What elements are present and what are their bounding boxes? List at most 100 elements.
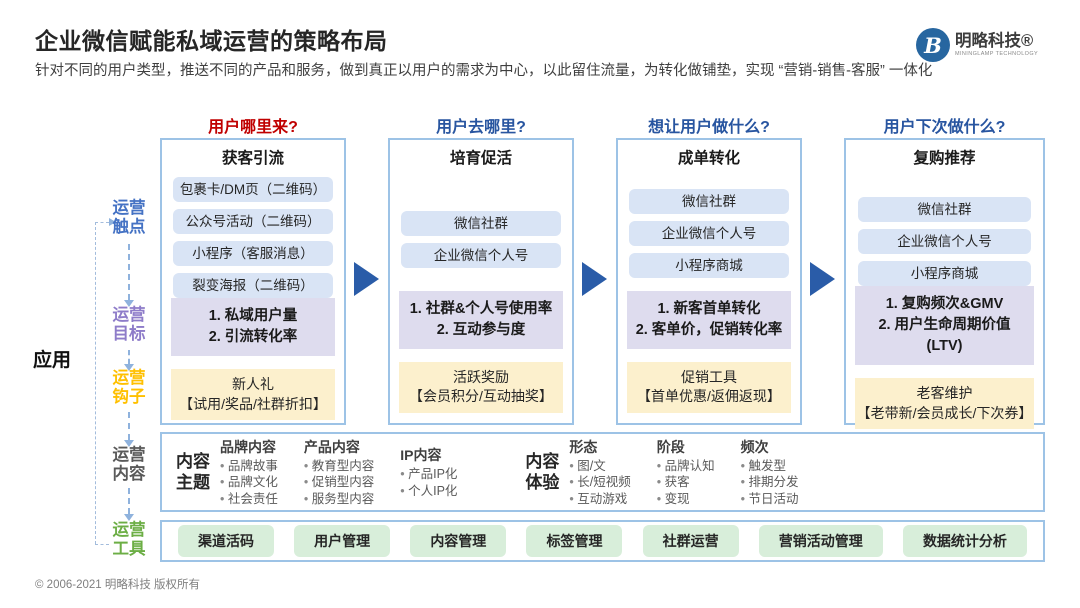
- rail-connector-arrow-icon: [124, 514, 134, 521]
- stage-title: 复购推荐: [913, 150, 976, 167]
- content-column-title: 阶段: [656, 438, 685, 455]
- content-group: 内容 体验形态图/文长/短视频互动游戏阶段品牌认知获客变现频次触发型排期分发节日…: [511, 434, 824, 510]
- rail-label: 运营 目标: [112, 306, 146, 344]
- content-item: 个人IP化: [400, 483, 457, 500]
- content-group-label: 内容 体验: [525, 451, 560, 492]
- rail-connector-line: [128, 244, 130, 300]
- rail-label: 运营 钩子: [112, 369, 146, 407]
- tool-button: 社群运营: [642, 525, 739, 557]
- tool-button: 数据统计分析: [902, 525, 1027, 557]
- content-column-title: 形态: [569, 438, 598, 455]
- touchpoint-list: 包裹卡/DM页（二维码） 公众号活动（二维码） 小程序（客服消息） 裂变海报（二维码）: [162, 168, 344, 298]
- rail-connector-line: [128, 350, 130, 364]
- tool-button: 营销活动管理: [758, 525, 883, 557]
- tool-button: 渠道活码: [178, 525, 274, 557]
- column-question: 用户下次做什么?: [883, 119, 1006, 136]
- logo-subtext: MININGLAMP TECHNOLOGY: [955, 50, 1039, 57]
- flow-arrow-icon: [582, 262, 607, 296]
- apply-label: 应用: [33, 343, 72, 374]
- rail-label: 运营 工具: [112, 521, 146, 559]
- stage-box: 培育促活微信社群企业微信个人号 1. 社群&个人号使用率 2. 互动参与度活跃奖励…: [388, 138, 574, 425]
- apply-bracket-line: [95, 222, 96, 544]
- stage-title: 培育促活: [449, 150, 512, 167]
- content-item: 排期分发: [741, 474, 799, 491]
- touchpoint-item: 小程序商城: [628, 253, 790, 278]
- touchpoint-list: 微信社群企业微信个人号: [390, 168, 572, 268]
- stage-title: 成单转化: [677, 150, 740, 167]
- touchpoint-item: 微信社群: [400, 211, 562, 236]
- content-column: 频次触发型排期分发节日活动: [741, 437, 799, 508]
- touchpoint-item: 企业微信个人号: [857, 229, 1032, 254]
- rail-label: 运营 触点: [112, 199, 146, 237]
- flow-arrow-icon: [810, 262, 835, 296]
- apply-bracket-bottom: [95, 544, 109, 545]
- tool-button: 标签管理: [526, 525, 623, 557]
- goal-box: 1. 私域用户量 2. 引流转化率: [171, 298, 335, 357]
- content-item: 品牌认知: [657, 458, 715, 475]
- touchpoint-item: 包裹卡/DM页（二维码）: [172, 177, 334, 202]
- goal-box: 1. 新客首单转化 2. 客单价，促销转化率: [627, 290, 791, 349]
- column-question: 用户去哪里?: [436, 119, 526, 136]
- rail-connector-line: [128, 488, 130, 514]
- flow-arrow-icon: [354, 262, 379, 296]
- content-column-title: 频次: [740, 438, 769, 455]
- column-question: 用户哪里来?: [208, 119, 298, 136]
- content-column: IP内容产品IP化个人IP化: [400, 445, 457, 499]
- touchpoint-item: 微信社群: [628, 189, 790, 214]
- touchpoint-item: 企业微信个人号: [400, 243, 562, 268]
- touchpoint-item: 小程序商城: [857, 261, 1032, 286]
- content-item: 产品IP化: [400, 466, 457, 483]
- stage-box: 成单转化微信社群企业微信个人号小程序商城 1. 新客首单转化 2. 客单价，促销转…: [616, 138, 802, 425]
- apply-bracket-arrow-icon: [109, 218, 116, 226]
- rail-label: 运营 内容: [112, 446, 146, 484]
- content-item: 品牌文化: [220, 474, 278, 491]
- content-group: 内容 主题品牌内容品牌故事品牌文化社会责任产品内容教育型内容促销型内容服务型内容…: [162, 434, 483, 510]
- content-item: 促销型内容: [304, 474, 375, 491]
- content-item: 节日活动: [741, 491, 799, 508]
- content-section: 内容 主题品牌内容品牌故事品牌文化社会责任产品内容教育型内容促销型内容服务型内容…: [160, 432, 1045, 512]
- touchpoint-item: 微信社群: [857, 197, 1032, 222]
- stage-title: 获客引流: [221, 150, 284, 167]
- goal-box: 1. 复购频次&GMV 2. 用户生命周期价值 (LTV): [855, 286, 1034, 366]
- hook-box: 老客维护 【老带新/会员成长/下次券】: [855, 378, 1034, 430]
- company-logo: B 明略科技® MININGLAMP TECHNOLOGY: [916, 28, 1038, 62]
- touchpoint-list: 微信社群企业微信个人号小程序商城: [618, 168, 800, 278]
- content-item: 教育型内容: [304, 458, 375, 475]
- touchpoint-item: 裂变海报（二维码）: [172, 273, 334, 298]
- tool-button: 内容管理: [410, 525, 507, 557]
- page-title: 企业微信赋能私域运营的策略布局: [35, 28, 388, 54]
- column-question: 想让用户做什么?: [648, 119, 770, 136]
- touchpoint-item: 小程序（客服消息）: [172, 241, 334, 266]
- touchpoint-item: 企业微信个人号: [628, 221, 790, 246]
- touchpoint-list: 微信社群企业微信个人号小程序商城: [846, 168, 1043, 286]
- content-item: 变现: [657, 491, 715, 508]
- tools-section: 渠道活码用户管理内容管理标签管理社群运营营销活动管理数据统计分析: [160, 520, 1045, 562]
- rail-connector-arrow-icon: [124, 364, 134, 371]
- content-column: 形态图/文长/短视频互动游戏: [569, 437, 630, 508]
- content-item: 触发型: [741, 458, 799, 475]
- content-column-title: IP内容: [400, 447, 442, 463]
- goal-box: 1. 社群&个人号使用率 2. 互动参与度: [399, 290, 563, 349]
- content-column: 阶段品牌认知获客变现: [657, 437, 715, 508]
- content-item: 图/文: [569, 458, 630, 475]
- content-item: 长/短视频: [569, 474, 630, 491]
- content-column: 产品内容教育型内容促销型内容服务型内容: [304, 437, 374, 508]
- content-item: 品牌故事: [220, 458, 278, 475]
- content-item: 服务型内容: [304, 491, 375, 508]
- mininglamp-logo-icon: B: [916, 28, 950, 62]
- hook-box: 新人礼 【试用/奖品/社群折扣】: [171, 369, 335, 421]
- touchpoint-item: 公众号活动（二维码）: [172, 209, 334, 234]
- content-column: 品牌内容品牌故事品牌文化社会责任: [220, 437, 278, 508]
- content-column-title: 品牌内容: [220, 438, 276, 455]
- page-subtitle: 针对不同的用户类型，推送不同的产品和服务，做到真正以用户的需求为中心，以此留住流…: [35, 63, 933, 79]
- apply-bracket-top: [95, 222, 109, 223]
- content-item: 获客: [657, 474, 715, 491]
- hook-box: 活跃奖励 【会员积分/互动抽奖】: [399, 361, 563, 413]
- stage-box: 获客引流包裹卡/DM页（二维码） 公众号活动（二维码） 小程序（客服消息） 裂变海报（…: [160, 138, 346, 425]
- rail-connector-arrow-icon: [124, 300, 134, 307]
- copyright: © 2006-2021 明略科技 版权所有: [35, 579, 201, 591]
- content-item: 社会责任: [220, 491, 278, 508]
- hook-box: 促销工具 【首单优惠/返佣返现】: [627, 361, 791, 413]
